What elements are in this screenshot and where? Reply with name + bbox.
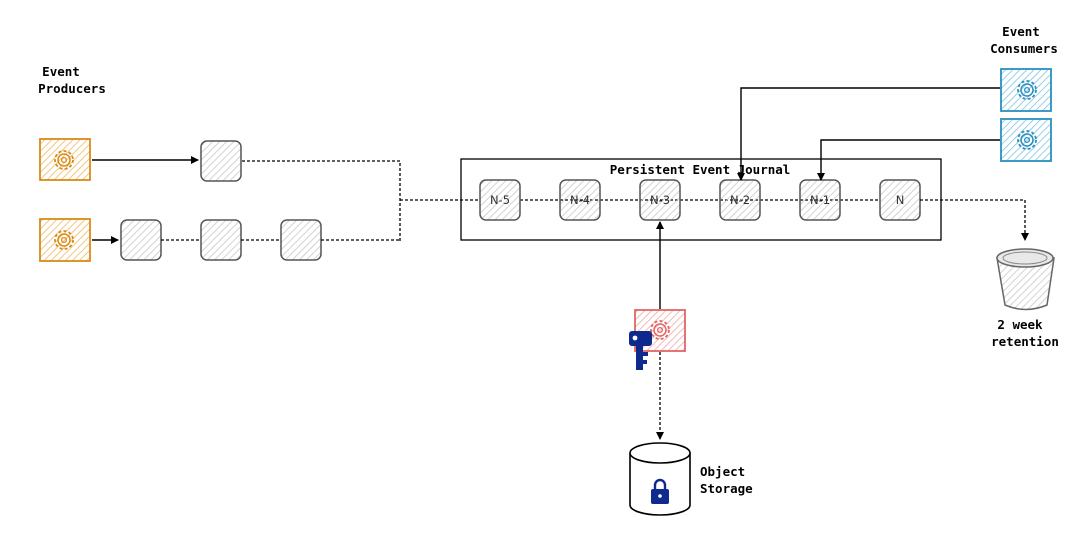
retention-label-line2: retention	[991, 334, 1059, 349]
event-box	[280, 219, 322, 261]
persistent-event-journal: Persistent Event Journal N-5 N-4 N-3 N-2…	[460, 158, 942, 241]
cylinder-icon	[629, 442, 691, 516]
journal-node-label: N-1	[810, 193, 830, 207]
event-box	[200, 140, 242, 182]
bucket-icon	[996, 248, 1055, 311]
journal-node: N	[879, 179, 921, 221]
consumer-1-read-arrow	[737, 87, 1000, 181]
consumer-2-read-arrow	[817, 139, 1000, 181]
journal-node: N-1	[799, 179, 841, 221]
producer-service-2	[39, 218, 91, 262]
lock-icon	[651, 478, 669, 504]
consumer-service-1	[1000, 68, 1052, 112]
event-box	[120, 219, 162, 261]
producer-service-1	[39, 138, 91, 181]
journal-node: N-5	[479, 179, 521, 221]
producers-label-line1: Event	[42, 64, 80, 79]
journal-title: Persistent Event Journal	[610, 162, 791, 177]
journal-node: N-3	[639, 179, 681, 221]
storage-label-line1: Object	[700, 464, 745, 479]
journal-node-label: N	[896, 193, 905, 207]
journal-node-label: N-2	[730, 193, 750, 207]
consumers-label-line1: Event	[1002, 24, 1040, 39]
journal-node: N-2	[719, 179, 761, 221]
consumer-service-2	[1000, 118, 1052, 162]
event-box	[200, 219, 242, 261]
retention-label-line1: 2 week	[997, 317, 1043, 332]
retention-arrow	[920, 199, 1029, 241]
producers-label-line2: Producers	[38, 81, 106, 96]
journal-node: N-4	[559, 179, 601, 221]
key-icon	[629, 331, 652, 370]
journal-node-label: N-4	[570, 193, 590, 207]
consumers-label-line2: Consumers	[990, 41, 1058, 56]
journal-node-label: N-3	[650, 193, 670, 207]
journal-node-label: N-5	[490, 193, 510, 207]
producer-1-path	[242, 160, 401, 241]
storage-label-line2: Storage	[700, 481, 753, 496]
